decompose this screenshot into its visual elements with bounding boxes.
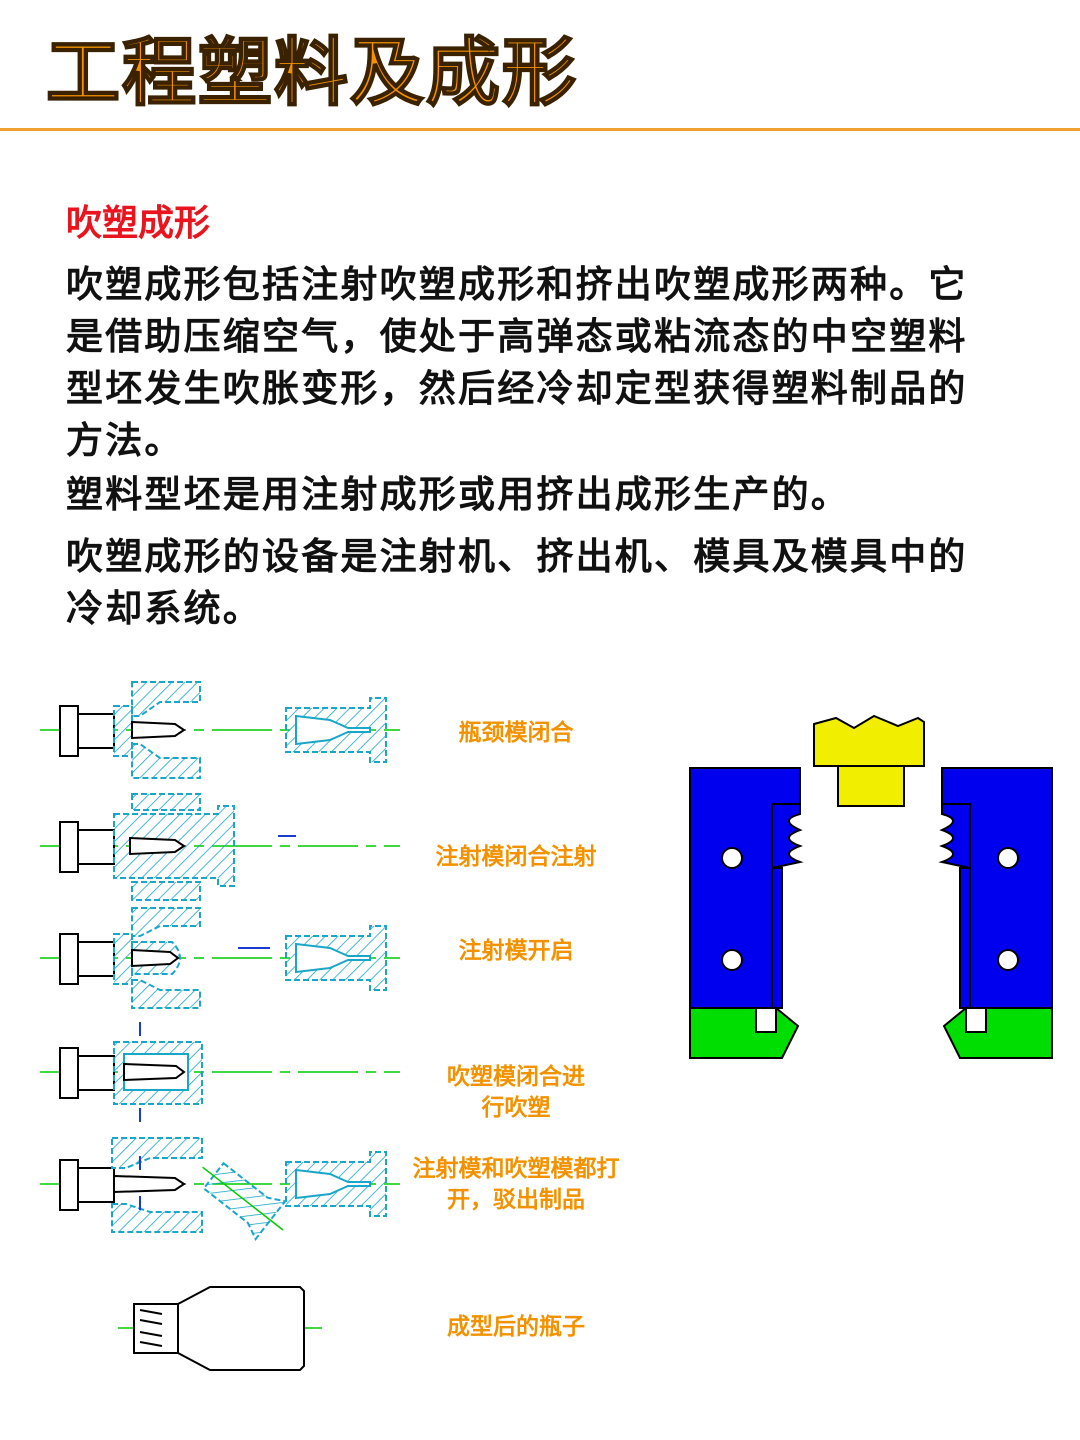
core-yellow bbox=[813, 714, 925, 767]
step-label-3: 注射模开启 bbox=[458, 938, 574, 964]
left-mold-green bbox=[689, 1005, 800, 1059]
section-heading: 吹塑成形 bbox=[66, 202, 211, 244]
step-label-4: 吹塑模闭合进行吹塑 bbox=[447, 1064, 585, 1121]
paragraph-equipment: 吹塑成形的设备是注射机、挤出机、模具及模具中的冷却系统。 bbox=[66, 534, 968, 630]
step-label-5: 注射模和吹塑模都打开，驳出制品 bbox=[412, 1156, 620, 1213]
cooling-hole bbox=[997, 949, 1019, 971]
core-stem bbox=[837, 765, 905, 807]
cooling-hole bbox=[721, 949, 743, 971]
step-2-drawing bbox=[40, 793, 400, 901]
step-4-drawing bbox=[40, 1022, 400, 1122]
page-title: 工程塑料及成形 bbox=[45, 29, 578, 117]
paragraph-parison: 塑料型坯是用注射成形或用挤出成形生产的。 bbox=[66, 472, 850, 516]
cooling-hole bbox=[997, 847, 1019, 869]
step-5-drawing bbox=[40, 1137, 400, 1241]
neck-mold-drawing bbox=[689, 714, 1053, 1059]
title-divider bbox=[0, 128, 1080, 131]
step-6-drawing bbox=[118, 1286, 322, 1371]
step-label-6: 成型后的瓶子 bbox=[447, 1314, 585, 1340]
step-label-2: 注射模闭合注射 bbox=[435, 844, 597, 870]
process-diagram: 瓶颈模闭合 注射模闭合注射 注射模开启 吹塑模闭合进行吹塑 注射模和吹塑模都打开… bbox=[0, 650, 660, 1390]
step-label-1: 瓶颈模闭合 bbox=[458, 720, 574, 746]
right-mold-green bbox=[942, 1005, 1053, 1059]
neck-mold-figure bbox=[686, 708, 1056, 1068]
step-1-drawing bbox=[40, 681, 400, 779]
paragraph-definition: 吹塑成形包括注射吹塑成形和挤出吹塑成形两种。它是借助压缩空气，使处于高弹态或粘流… bbox=[66, 262, 968, 462]
step-3-drawing bbox=[40, 907, 400, 1009]
process-drawing bbox=[40, 681, 400, 1371]
cooling-hole bbox=[721, 847, 743, 869]
